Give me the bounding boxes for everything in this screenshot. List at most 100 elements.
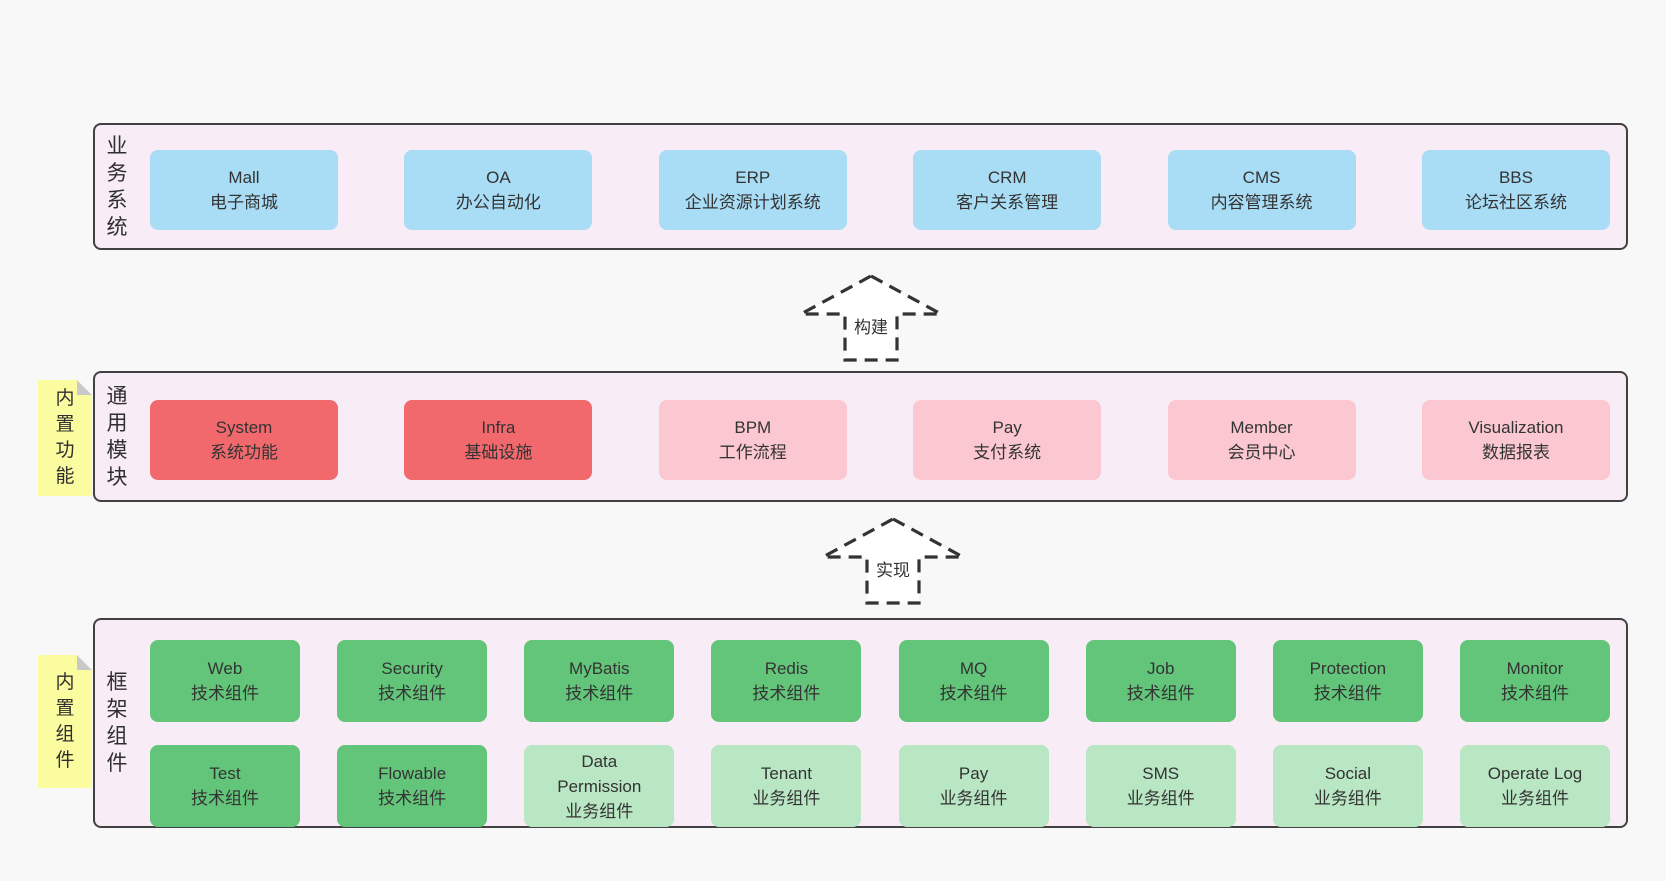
box-subtitle: 业务组件	[565, 801, 634, 821]
box-subtitle: 技术组件	[191, 684, 259, 703]
box-title: BPM	[734, 418, 772, 437]
box-subtitle: 技术组件	[191, 789, 259, 808]
box-title: Web	[207, 659, 243, 678]
box-title: Pay	[992, 418, 1022, 437]
box-title: Mall	[228, 168, 260, 187]
box-bpm: BPM 工作流程	[658, 400, 847, 480]
box-data-permission: Data Permission 业务组件	[524, 745, 675, 827]
box-subtitle: 技术组件	[939, 684, 1008, 703]
box-title: ERP	[735, 168, 771, 187]
box-test: Test 技术组件	[150, 745, 300, 827]
box-title: Operate Log	[1487, 764, 1583, 783]
box-subtitle: 业务组件	[1126, 789, 1195, 808]
section-label-framework-components: 框架组件	[106, 671, 128, 775]
box-redis: Redis 技术组件	[711, 640, 862, 722]
box-title: Social	[1324, 764, 1371, 783]
box-subtitle: 企业资源计划系统	[684, 193, 821, 212]
box-security: Security 技术组件	[337, 640, 488, 722]
box-subtitle: 技术组件	[1126, 684, 1195, 703]
box-subtitle: 会员中心	[1227, 443, 1296, 462]
box-title: Data Permission	[557, 751, 642, 796]
box-monitor: Monitor 技术组件	[1459, 640, 1610, 722]
box-oa: OA 办公自动化	[404, 150, 593, 230]
box-pay-system: Pay 支付系统	[913, 400, 1102, 480]
box-subtitle: 技术组件	[1313, 684, 1382, 703]
up-arrow-icon	[800, 274, 942, 362]
box-infra: Infra 基础设施	[404, 400, 593, 480]
folded-corner-icon	[77, 380, 92, 395]
box-protection: Protection 技术组件	[1272, 640, 1423, 722]
sticky-note-text: 内置功能	[55, 388, 75, 487]
box-erp: ERP 企业资源计划系统	[658, 150, 847, 230]
box-subtitle: 技术组件	[1500, 684, 1569, 703]
section-common-modules: 通用模块 System 系统功能 Infra 基础设施 BPM 工作流程 Pay…	[93, 371, 1628, 502]
box-mybatis: MyBatis 技术组件	[524, 640, 675, 722]
box-title: OA	[486, 168, 511, 187]
box-title: Job	[1146, 659, 1175, 678]
box-title: BBS	[1498, 168, 1533, 187]
box-title: Infra	[481, 418, 516, 437]
box-subtitle: 技术组件	[565, 684, 634, 703]
folded-corner-icon	[77, 655, 92, 670]
box-pay-component: Pay 业务组件	[898, 745, 1049, 827]
box-subtitle: 业务组件	[1313, 789, 1382, 808]
box-title: Test	[209, 764, 241, 783]
box-title: Security	[381, 659, 443, 678]
box-title: Flowable	[378, 764, 447, 783]
box-subtitle: 业务组件	[752, 789, 821, 808]
box-subtitle: 工作流程	[718, 443, 787, 462]
box-crm: CRM 客户关系管理	[913, 150, 1102, 230]
box-title: Member	[1230, 418, 1293, 437]
box-title: Protection	[1309, 659, 1387, 678]
box-subtitle: 电子商城	[210, 193, 278, 212]
box-subtitle: 业务组件	[1500, 789, 1569, 808]
box-operate-log: Operate Log 业务组件	[1459, 745, 1610, 827]
sticky-note-text: 内置组件	[55, 671, 75, 771]
box-subtitle: 客户关系管理	[956, 193, 1059, 212]
box-subtitle: 办公自动化	[455, 193, 541, 212]
box-system: System 系统功能	[150, 400, 338, 480]
box-mall: Mall 电子商城	[150, 150, 338, 230]
section-label-business-systems: 业务系统	[106, 134, 128, 239]
section-framework-components: 框架组件 Web 技术组件 Security 技术组件 MyBatis 技术组件…	[93, 618, 1628, 828]
sticky-note-builtin-components: 内置组件	[38, 655, 92, 788]
box-sms: SMS 业务组件	[1085, 745, 1236, 827]
box-flowable: Flowable 技术组件	[337, 745, 488, 827]
components-box-row-1: Web 技术组件 Security 技术组件 MyBatis 技术组件 Redi…	[150, 640, 1610, 722]
box-cms: CMS 内容管理系统	[1167, 150, 1356, 230]
arrow-label: 构建	[854, 318, 888, 337]
components-box-row-2: Test 技术组件 Flowable 技术组件 Data Permission …	[150, 745, 1610, 827]
box-title: Visualization	[1468, 418, 1564, 437]
box-title: SMS	[1142, 764, 1180, 783]
box-mq: MQ 技术组件	[898, 640, 1049, 722]
box-member: Member 会员中心	[1167, 400, 1356, 480]
box-subtitle: 数据报表	[1481, 443, 1550, 462]
box-web: Web 技术组件	[150, 640, 300, 722]
box-job: Job 技术组件	[1085, 640, 1236, 722]
box-title: Tenant	[760, 764, 812, 783]
box-subtitle: 系统功能	[210, 443, 278, 462]
box-visualization: Visualization 数据报表	[1421, 400, 1610, 480]
box-subtitle: 业务组件	[939, 789, 1008, 808]
box-subtitle: 基础设施	[464, 443, 533, 462]
up-arrow-icon	[822, 517, 964, 605]
business-box-row: Mall 电子商城 OA 办公自动化 ERP 企业资源计划系统 CRM 客户关系…	[150, 150, 1610, 230]
arrow-build: 构建	[796, 274, 946, 362]
sticky-note-builtin-features: 内置功能	[38, 380, 92, 496]
box-subtitle: 论坛社区系统	[1464, 193, 1567, 212]
box-subtitle: 技术组件	[378, 789, 447, 808]
box-title: Redis	[764, 659, 809, 678]
box-title: System	[215, 418, 273, 437]
box-title: MQ	[959, 659, 988, 678]
section-label-common-modules: 通用模块	[106, 384, 128, 489]
box-subtitle: 技术组件	[378, 684, 447, 703]
box-subtitle: 支付系统	[973, 443, 1042, 462]
box-tenant: Tenant 业务组件	[711, 745, 862, 827]
box-social: Social 业务组件	[1272, 745, 1423, 827]
box-subtitle: 技术组件	[752, 684, 821, 703]
box-title: Monitor	[1506, 659, 1564, 678]
box-subtitle: 内容管理系统	[1210, 193, 1313, 212]
box-title: Pay	[958, 764, 989, 783]
box-title: CMS	[1242, 168, 1281, 187]
